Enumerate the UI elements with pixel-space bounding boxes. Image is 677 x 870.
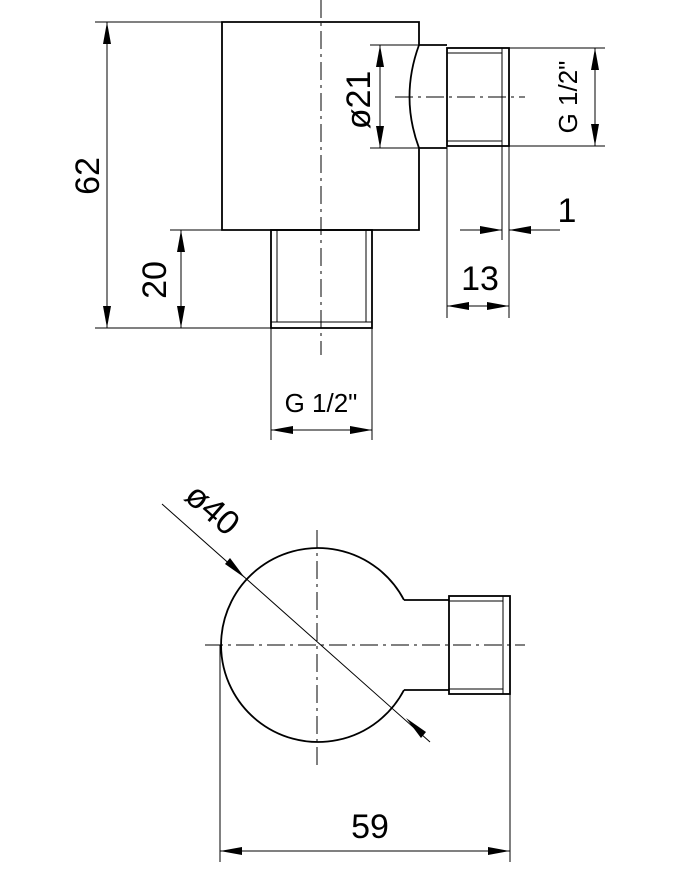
side-thread-outline xyxy=(446,47,510,147)
dim-text-1: 1 xyxy=(558,192,577,230)
side-view: 62 20 ø21 G 1/2" 1 13 xyxy=(69,0,605,440)
arrow-13-left xyxy=(447,302,469,310)
arrow-62-bottom xyxy=(103,306,111,328)
arrow-d40-lower xyxy=(406,718,426,738)
body-circle xyxy=(220,547,405,743)
arrow-62-top xyxy=(103,22,111,44)
dim-text-d40: ø40 xyxy=(178,476,247,543)
arrow-20-top xyxy=(177,230,185,252)
arrow-59-right xyxy=(488,847,510,855)
top-view: ø40 59 xyxy=(161,476,525,862)
dim-line-d40 xyxy=(161,503,431,743)
arrow-1-left xyxy=(480,226,502,234)
arrow-20-bottom xyxy=(177,306,185,328)
arrow-d40-upper xyxy=(225,558,245,578)
dim-text-62: 62 xyxy=(69,157,107,195)
arrow-d21-bottom xyxy=(376,126,384,148)
dim-text-g-bottom: G 1/2" xyxy=(285,388,358,418)
arrow-g-side-top xyxy=(591,48,599,70)
arrow-d21-top xyxy=(376,45,384,67)
arrow-g-bottom-left xyxy=(271,426,293,434)
arrow-13-right xyxy=(487,302,509,310)
arrow-g-side-bottom xyxy=(591,124,599,146)
bottom-thread-outline xyxy=(270,229,373,329)
dim-text-20: 20 xyxy=(136,261,174,299)
arrow-59-left xyxy=(220,847,242,855)
dim-text-13: 13 xyxy=(461,260,499,298)
top-thread-outline xyxy=(448,595,511,695)
dim-text-g-side: G 1/2" xyxy=(553,61,583,134)
dim-text-59: 59 xyxy=(351,808,389,846)
arrow-g-bottom-right xyxy=(350,426,372,434)
arrow-1-right xyxy=(509,226,531,234)
dim-text-d21: ø21 xyxy=(340,71,378,130)
